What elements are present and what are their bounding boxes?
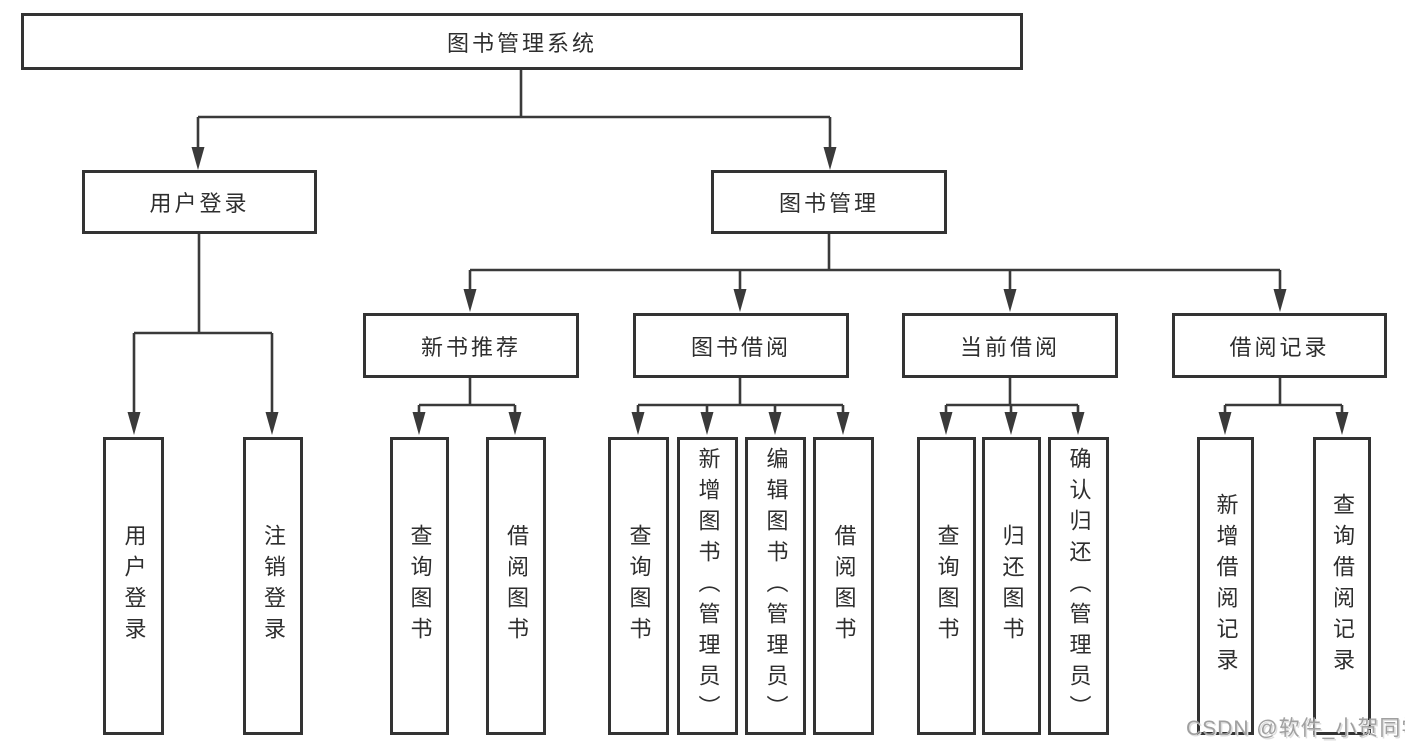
- leaf-borrow-add-books-admin-label: 新增图书（管理员）: [695, 446, 721, 726]
- leaf-current-return-books: 归还图书: [982, 437, 1041, 735]
- leaf-logout: 注销登录: [243, 437, 303, 735]
- leaf-logout-label: 注销登录: [261, 524, 286, 648]
- csdn-watermark: CSDN @软件_小贺同学: [1186, 717, 1405, 740]
- leaf-current-confirm-return-admin: 确认归还（管理员）: [1048, 437, 1109, 735]
- node-book-management: 图书管理: [711, 170, 947, 234]
- leaf-newrec-borrow-books-label: 借阅图书: [504, 524, 529, 648]
- leaf-borrow-edit-books-admin: 编辑图书（管理员）: [745, 437, 806, 735]
- leaf-newrec-borrow-books: 借阅图书: [486, 437, 546, 735]
- leaf-records-query-record: 查询借阅记录: [1313, 437, 1371, 735]
- node-user-login: 用户登录: [82, 170, 317, 234]
- leaf-current-confirm-return-admin-label: 确认归还（管理员）: [1066, 446, 1092, 726]
- leaf-borrow-add-books-admin: 新增图书（管理员）: [677, 437, 738, 735]
- leaf-newrec-query-books: 查询图书: [390, 437, 449, 735]
- leaf-current-query-books-label: 查询图书: [934, 524, 960, 648]
- leaf-records-add-record-label: 新增借阅记录: [1213, 493, 1239, 679]
- arrowheads: [127, 147, 1349, 435]
- node-root: 图书管理系统: [21, 13, 1023, 70]
- leaf-user-login: 用户登录: [103, 437, 164, 735]
- leaf-records-query-record-label: 查询借阅记录: [1330, 493, 1355, 679]
- node-new-book-recommend: 新书推荐: [363, 313, 579, 378]
- node-book-borrow: 图书借阅: [633, 313, 849, 378]
- leaf-current-query-books: 查询图书: [917, 437, 976, 735]
- node-borrow-records: 借阅记录: [1172, 313, 1387, 378]
- leaf-newrec-query-books-label: 查询图书: [407, 524, 433, 648]
- leaf-borrow-borrow-books-label: 借阅图书: [831, 524, 857, 648]
- leaf-borrow-edit-books-admin-label: 编辑图书（管理员）: [763, 446, 789, 726]
- node-current-borrow: 当前借阅: [902, 313, 1118, 378]
- leaf-user-login-label: 用户登录: [121, 524, 147, 648]
- leaf-borrow-query-books-label: 查询图书: [626, 524, 652, 648]
- leaf-records-add-record: 新增借阅记录: [1197, 437, 1254, 735]
- leaf-borrow-query-books: 查询图书: [608, 437, 669, 735]
- leaf-borrow-borrow-books: 借阅图书: [813, 437, 874, 735]
- leaf-current-return-books-label: 归还图书: [999, 524, 1025, 648]
